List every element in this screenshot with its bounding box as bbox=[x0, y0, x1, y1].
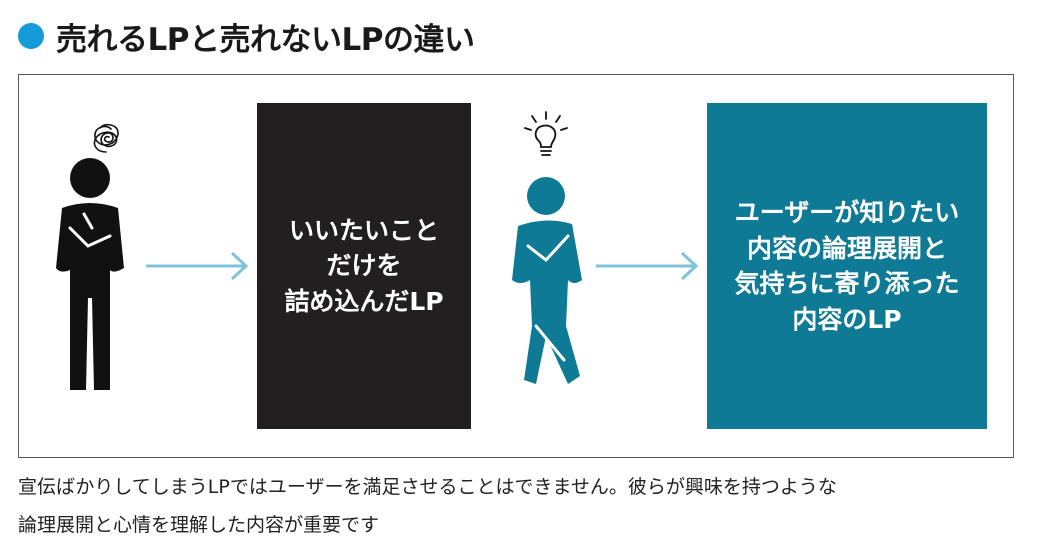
confused-person-icon bbox=[56, 158, 124, 390]
good-lp-box: ユーザーが知りたい 内容の論理展開と 気持ちに寄り添った 内容のLP bbox=[707, 103, 987, 429]
tangled-scribble-icon bbox=[93, 123, 119, 153]
arrow-right-icon bbox=[146, 251, 249, 281]
heading: 売れるLPと売れないLPの違い bbox=[18, 14, 475, 58]
page-title: 売れるLPと売れないLPの違い bbox=[56, 21, 475, 58]
thinking-person-icon bbox=[512, 177, 582, 384]
bad-lp-text: いいたいこと だけを 詰め込んだLP bbox=[284, 215, 444, 316]
bullet-dot-icon bbox=[18, 23, 44, 49]
diagram-frame bbox=[18, 74, 1014, 458]
lightbulb-icon bbox=[524, 111, 568, 156]
bad-lp-box: いいたいこと だけを 詰め込んだLP bbox=[257, 103, 471, 429]
caption-text: 宣伝ばかりしてしまうLPではユーザーを満足させることはできません。彼らが興味を持… bbox=[18, 476, 837, 536]
arrow-right-icon bbox=[596, 251, 699, 281]
good-lp-text: ユーザーが知りたい 内容の論理展開と 気持ちに寄り添った 内容のLP bbox=[734, 198, 960, 334]
